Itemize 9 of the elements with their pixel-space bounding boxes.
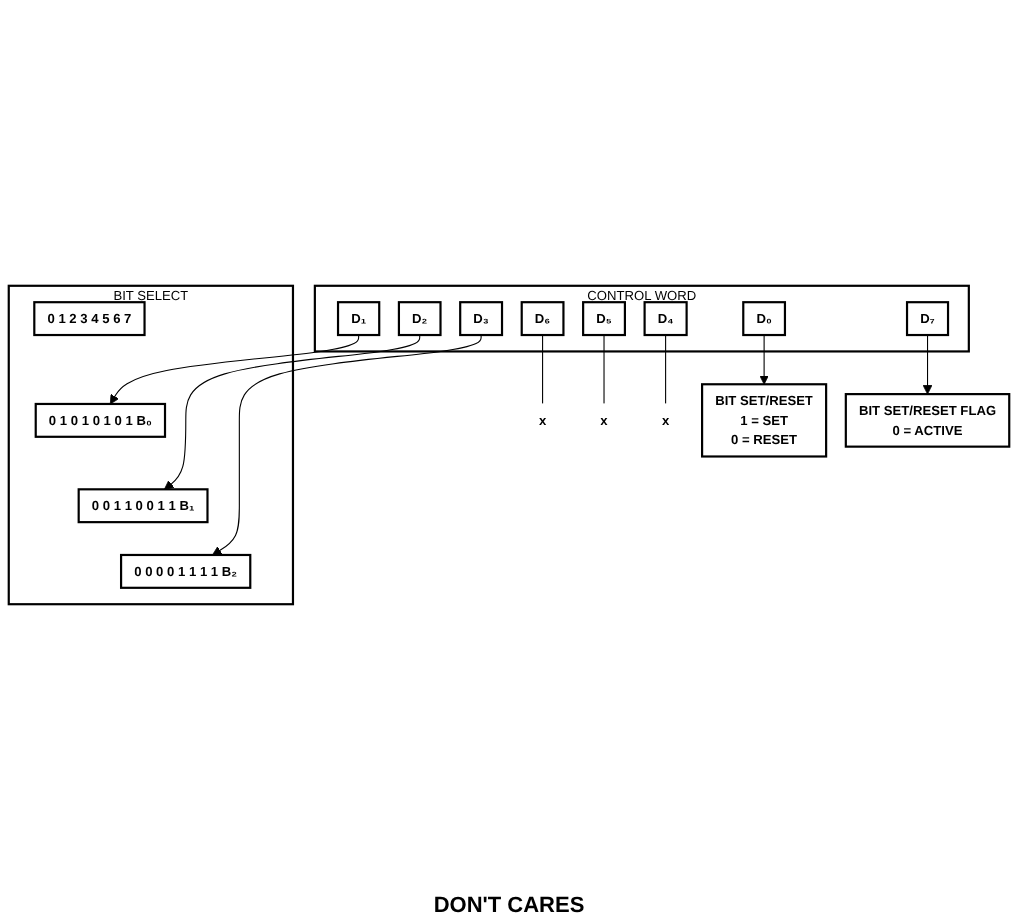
arrow	[109, 334, 360, 405]
arrow	[759, 334, 769, 385]
arrow	[212, 334, 482, 556]
connector	[665, 334, 667, 405]
connector	[542, 334, 544, 405]
arrow	[922, 334, 933, 395]
connector	[603, 334, 605, 405]
arrow	[164, 334, 421, 490]
note-text: DON'T CARES	[433, 894, 585, 918]
